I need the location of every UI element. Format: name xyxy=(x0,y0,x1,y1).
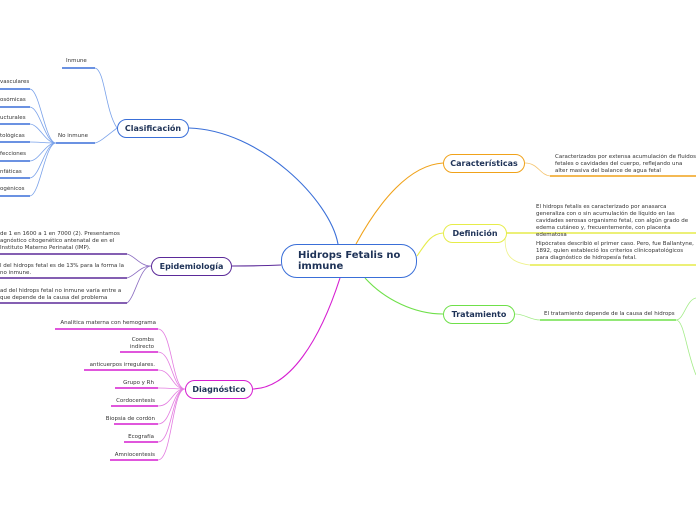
list-item[interactable]: fecciones xyxy=(0,151,26,157)
central-topic[interactable]: Hidrops Fetalis no immune xyxy=(281,244,417,278)
topic-caracteristicas-label: Características xyxy=(450,159,518,168)
list-item[interactable]: ogénicos xyxy=(0,186,25,192)
topic-diagnostico-label: Diagnóstico xyxy=(192,385,246,394)
list-item[interactable]: Amniocentesis xyxy=(114,452,155,458)
central-topic-title: Hidrops Fetalis no immune xyxy=(298,250,401,272)
topic-epidemiologia[interactable]: Epidemiología xyxy=(151,257,232,276)
topic-clasificacion[interactable]: Clasificación xyxy=(117,119,189,138)
list-item[interactable]: osómicas xyxy=(0,97,26,103)
list-item[interactable]: Analítica materna con hemograma xyxy=(60,320,156,326)
list-item[interactable]: Caracterizados por extensa acumulación d… xyxy=(555,154,696,174)
list-item[interactable]: Biopsia de cordón xyxy=(105,416,155,422)
list-item[interactable]: l del hidrops fetal es de 13% para la fo… xyxy=(0,263,124,276)
list-item[interactable]: Grupo y Rh xyxy=(123,380,154,386)
topic-tratamiento-label: Tratamiento xyxy=(451,310,507,319)
list-item[interactable]: El tratamiento depende de la causa del h… xyxy=(544,311,675,317)
list-item[interactable]: Ecografía xyxy=(128,434,154,440)
topic-definicion[interactable]: Definición xyxy=(443,224,507,243)
list-item[interactable]: ucturales xyxy=(0,115,26,121)
list-item[interactable]: Coombs indirecto xyxy=(129,337,154,350)
list-item[interactable]: Cordocentesis xyxy=(116,398,155,404)
topic-tratamiento[interactable]: Tratamiento xyxy=(443,305,515,324)
topic-definicion-label: Definición xyxy=(452,229,498,238)
topic-caracteristicas[interactable]: Características xyxy=(443,154,525,173)
list-item[interactable]: El hidrops fetalis es caracterizado por … xyxy=(536,204,689,238)
list-item[interactable]: de 1 en 1600 a 1 en 7000 (2). Presentamo… xyxy=(0,231,120,251)
topic-epidemiologia-label: Epidemiología xyxy=(159,262,224,271)
topic-clasificacion-label: Clasificación xyxy=(124,124,182,133)
subtopic-inmune[interactable]: Inmune xyxy=(66,58,87,64)
list-item[interactable]: vasculares xyxy=(0,79,30,85)
subtopic-no-inmune[interactable]: No inmune xyxy=(58,133,88,139)
list-item[interactable]: Hipócrates describió el primer caso. Per… xyxy=(536,241,694,261)
list-item[interactable]: ad del hidrops fetal no inmune varía ent… xyxy=(0,288,122,301)
topic-diagnostico[interactable]: Diagnóstico xyxy=(185,380,253,399)
list-item[interactable]: anticuerpos irregulares. xyxy=(89,362,155,368)
list-item[interactable]: tológicas xyxy=(0,133,25,139)
list-item[interactable]: nfáticas xyxy=(0,169,22,175)
